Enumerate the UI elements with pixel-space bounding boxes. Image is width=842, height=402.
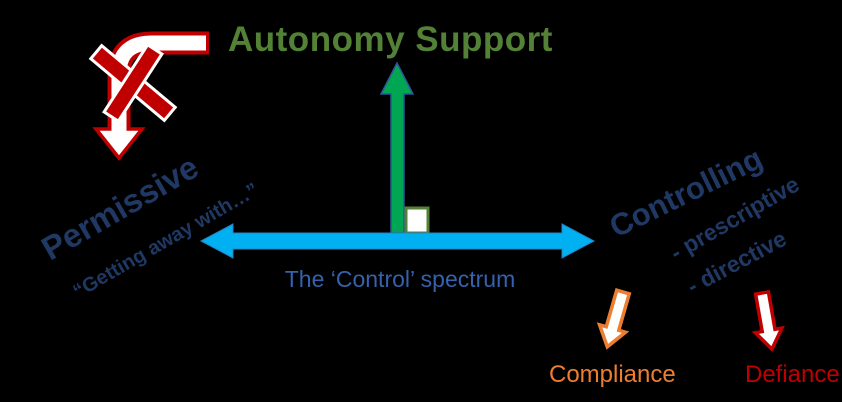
defiance-label: Defiance [745,361,840,388]
compliance-arrow-icon [596,288,632,350]
control-spectrum-label: The ‘Control’ spectrum [284,266,516,292]
control-spectrum-arrow-icon [199,223,596,259]
autonomy-support-label: Autonomy Support [228,20,553,59]
compliance-label: Compliance [549,361,676,388]
defiance-arrow-icon [751,289,785,353]
right-angle-marker-icon [404,206,430,235]
rejection-x-icon [88,42,178,124]
